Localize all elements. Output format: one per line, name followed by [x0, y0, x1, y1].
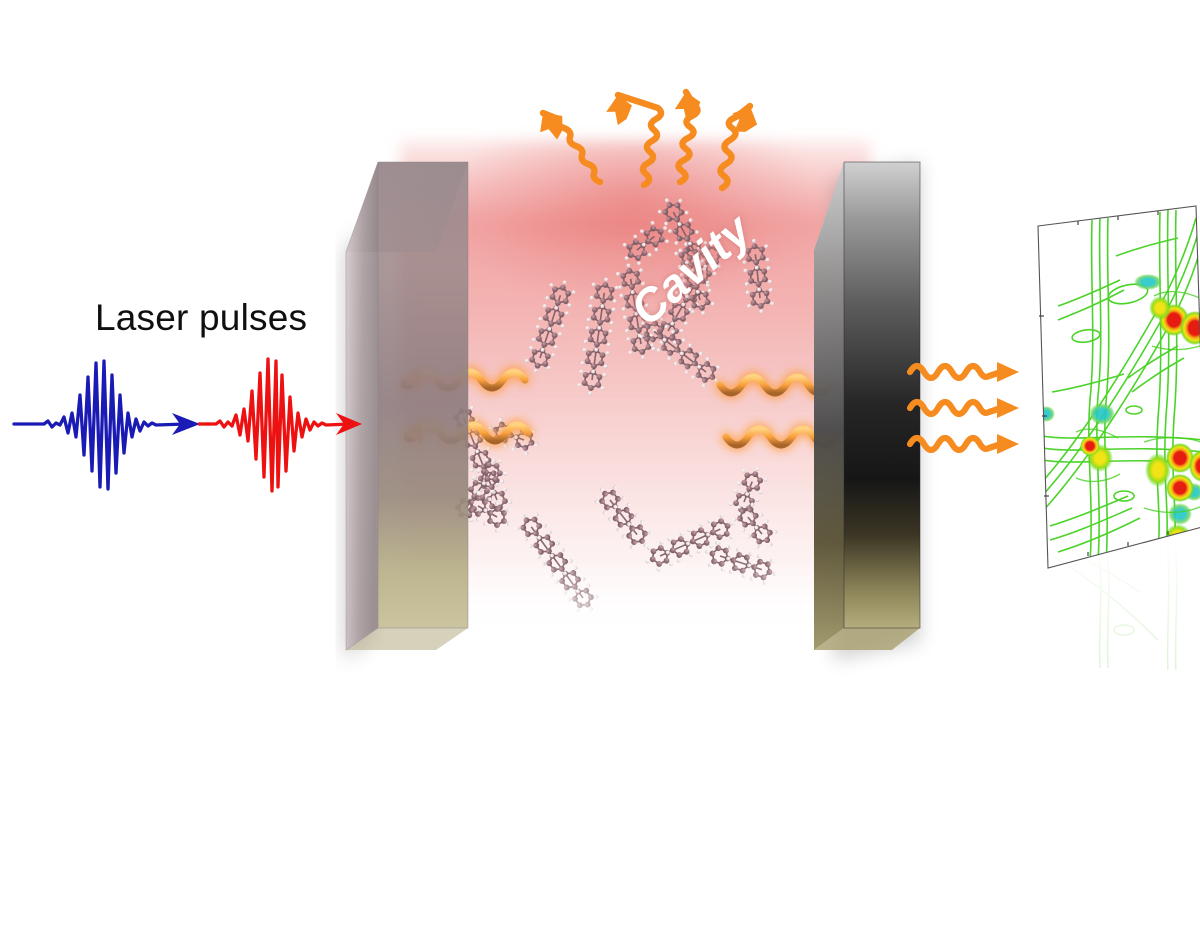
emission-arrow-4	[717, 102, 754, 192]
spectrum-peak-hot	[1180, 311, 1200, 345]
output-arrows-right	[906, 362, 1019, 454]
mirror-right-side-face	[814, 162, 844, 650]
spectrum-peak-negative	[1168, 503, 1192, 525]
mirror-left-side-face	[346, 162, 378, 650]
emission-arrow-2	[614, 91, 665, 189]
blue-arrowhead	[172, 413, 200, 435]
spectrum-panel-reflection	[1028, 520, 1200, 677]
spectrum-peak-hot	[1080, 436, 1100, 456]
spectrum-peak-hot	[1189, 450, 1200, 482]
emission-arrowhead-2	[606, 95, 632, 126]
spectrum-peak-negative	[1038, 406, 1055, 422]
spectrum-frame	[1037, 205, 1200, 569]
output-arrow-1	[906, 362, 1005, 382]
output-arrow-2	[906, 398, 1005, 418]
emission-arrowhead-3	[674, 92, 701, 123]
output-arrowhead-1	[997, 362, 1019, 382]
spectrum-peak-hot	[1166, 443, 1194, 473]
two-dimensional-spectrum-panel	[1028, 196, 1200, 596]
emission-arrowhead-4	[732, 106, 758, 132]
mirror-right-front-face	[844, 162, 920, 628]
spectrum-peak-negative	[1089, 403, 1115, 425]
laser-pulse-train	[12, 357, 362, 493]
spectrum-peak-negative	[1134, 274, 1162, 290]
spectrum-peak-warm	[1145, 453, 1171, 487]
red-laser-pulse	[204, 357, 362, 493]
emission-arrow-1	[539, 109, 604, 186]
mirror-left-front-face	[378, 162, 468, 628]
output-arrowhead-2	[997, 398, 1019, 418]
spectrum-peak-hot	[1166, 474, 1194, 502]
cavity-mirror-right	[800, 150, 980, 660]
output-arrowhead-3	[997, 434, 1019, 454]
emission-arrowhead-1	[540, 113, 563, 140]
spectrum-ticks	[1039, 211, 1200, 556]
output-arrow-3	[906, 434, 1005, 454]
cavity-bottom-fade	[390, 560, 890, 680]
emission-arrows-top	[539, 88, 758, 192]
blue-laser-pulse	[12, 359, 200, 491]
laser-pulses-label: Laser pulses	[95, 297, 308, 338]
molecule	[590, 479, 657, 555]
cavity-mirror-left	[330, 150, 510, 660]
spectrum-peak-warm	[1149, 296, 1171, 320]
red-arrowhead	[336, 413, 362, 435]
intracavity-arrow-right-1	[716, 373, 834, 397]
